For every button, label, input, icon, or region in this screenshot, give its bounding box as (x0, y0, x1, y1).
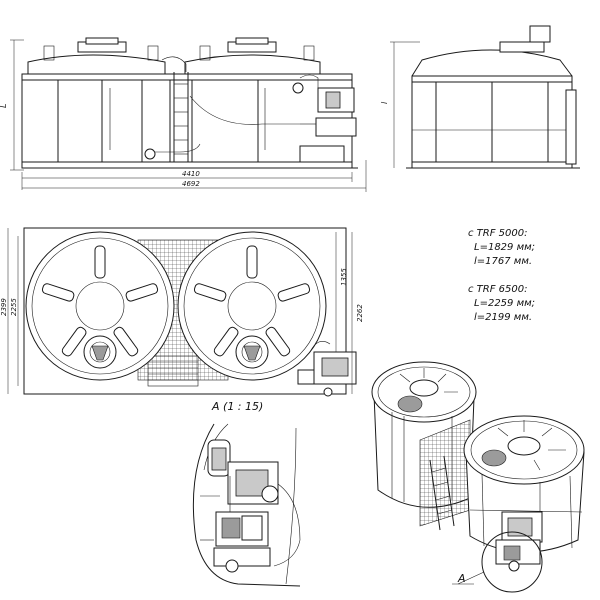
ladder (173, 72, 189, 162)
side-view: L 4410 4692 (0, 37, 367, 192)
note-line-2: L=1829 мм; (474, 242, 535, 253)
dim-width-outer: 2399 (0, 298, 8, 316)
tank-top-left (25, 231, 175, 381)
plan-view: 2399 2255 1355 2262 (0, 227, 364, 397)
isometric-view: A (371, 361, 585, 593)
dim-length-inner: 4410 (182, 170, 200, 178)
dim-length-outer: 4692 (182, 180, 200, 188)
pump-unit (292, 74, 357, 163)
side-height-label: L (0, 104, 8, 108)
tank-top-right (177, 231, 327, 381)
note-line-1: с TRF 5000: (468, 228, 527, 239)
note-line-5: L=2259 мм; (474, 298, 535, 309)
end-view: l (380, 25, 580, 169)
dim-right-2: 2262 (356, 304, 364, 322)
iso-pump (495, 511, 543, 572)
tank-dome-left (27, 54, 166, 74)
note-line-6: l=2199 мм. (474, 312, 532, 323)
dim-width-inner: 2255 (10, 298, 18, 316)
callout-circle (481, 531, 543, 593)
detail-label: A (1 : 15) (211, 400, 263, 413)
iso-ladder (419, 419, 471, 531)
detail-view-a: A (1 : 15) (192, 400, 301, 587)
end-lid (529, 25, 551, 43)
pump-unit-plan (297, 341, 357, 397)
iso-tank-front (463, 415, 585, 558)
callout-label: A (457, 572, 466, 585)
note-line-4: с TRF 6500: (468, 284, 527, 295)
plan-frame (23, 227, 347, 395)
end-height-label: l (380, 101, 389, 104)
dim-right-1: 1355 (340, 268, 348, 286)
tank-dome-right (184, 54, 321, 74)
detail-boundary (192, 423, 301, 587)
note-line-3: l=1767 мм. (474, 256, 532, 267)
notes: с TRF 5000: L=1829 мм; l=1767 мм. с TRF … (468, 228, 535, 323)
